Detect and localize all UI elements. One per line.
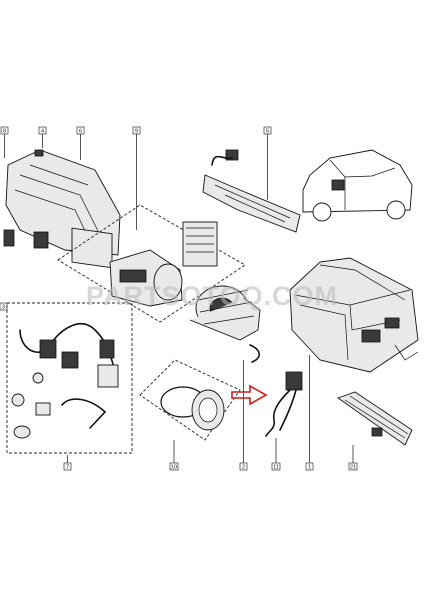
callout-7: 7 — [63, 455, 72, 471]
callout-10: 10 — [169, 440, 179, 471]
svg-text:2: 2 — [242, 465, 245, 471]
svg-text:7: 7 — [66, 465, 69, 471]
blower-motor — [189, 285, 261, 363]
heater-matrix — [337, 391, 413, 446]
group-box-3 — [6, 302, 133, 454]
svg-text:8: 8 — [3, 129, 6, 135]
car-illustration — [302, 149, 413, 222]
svg-text:11: 11 — [273, 465, 279, 471]
group-box-9 — [57, 204, 246, 323]
svg-text:4: 4 — [41, 129, 44, 135]
watermark-text: PARTSOTOQ.COM — [86, 281, 338, 311]
heater-duct-housing — [3, 149, 121, 269]
callout-21: 21 — [348, 445, 358, 471]
callout-4: 4 — [38, 126, 47, 148]
svg-text:5: 5 — [266, 129, 269, 135]
svg-text:1: 1 — [308, 465, 311, 471]
mounting-bracket — [202, 149, 301, 233]
highlight-arrow-icon — [231, 384, 268, 406]
callout-5: 5 — [263, 126, 272, 200]
hvac-main-housing — [289, 257, 419, 373]
callout-3: 3 — [0, 302, 8, 311]
callout-6: 6 — [76, 126, 85, 160]
svg-text:21: 21 — [350, 465, 356, 471]
callout-9: 9 — [132, 126, 141, 230]
svg-text:6: 6 — [79, 129, 82, 135]
callout-1: 1 — [305, 355, 314, 471]
svg-text:10: 10 — [171, 465, 177, 471]
callout-8: 8 — [0, 126, 9, 158]
group-box-10 — [139, 359, 241, 441]
callout-11: 11 — [271, 438, 281, 471]
callout-2: 2 — [239, 360, 248, 471]
svg-text:9: 9 — [135, 129, 138, 135]
wiring-loom — [265, 371, 303, 437]
svg-text:3: 3 — [2, 305, 5, 311]
